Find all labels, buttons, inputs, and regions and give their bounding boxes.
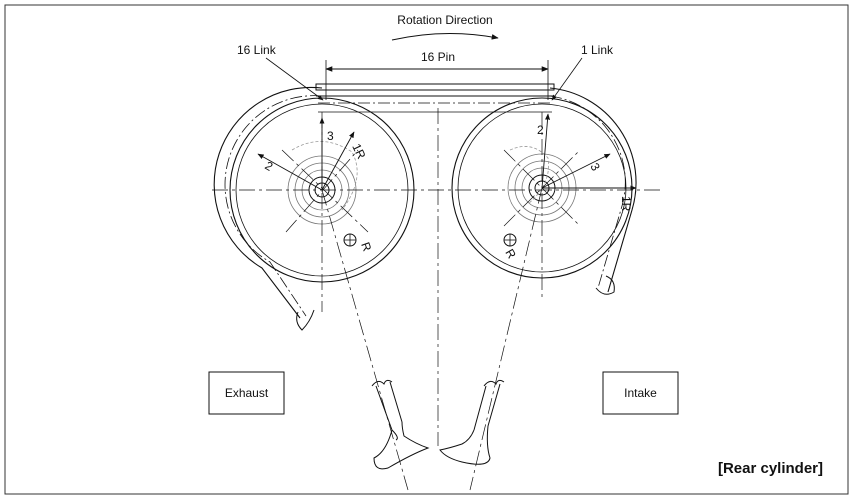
intake-label: Intake	[624, 386, 657, 400]
exhaust-mark-3: 3	[327, 129, 334, 143]
rotation-arrow	[391, 32, 499, 41]
center-lines	[212, 108, 660, 491]
exhaust-valve	[371, 379, 430, 470]
intake-box	[602, 371, 679, 415]
intake-mark-1r: 1R	[619, 196, 633, 212]
timing-chain	[213, 83, 637, 331]
rear-cylinder-caption: [Rear cylinder]	[718, 460, 823, 477]
intake-mark-3: 3	[587, 161, 603, 174]
exhaust-box	[208, 371, 285, 415]
exhaust-mark-r: R	[358, 240, 374, 253]
exhaust-label: Exhaust	[225, 386, 269, 400]
exhaust-mark-1r: 1R	[349, 141, 368, 161]
rotation-direction-label: Rotation Direction	[397, 13, 492, 27]
intake-mark-2: 2	[537, 123, 544, 137]
link-16-leader	[265, 57, 324, 101]
pin-span-label: 16 Pin	[421, 50, 455, 64]
intake-mark-r: R	[502, 247, 519, 262]
exhaust-marks	[257, 117, 355, 191]
intake-marks	[541, 113, 637, 191]
intake-valve	[439, 379, 505, 465]
link-1-leader	[551, 57, 583, 101]
link-16-label: 16 Link	[237, 43, 277, 57]
exhaust-mark-2: 2	[263, 158, 276, 174]
link-1-label: 1 Link	[581, 43, 614, 57]
diagram-border	[4, 4, 849, 495]
